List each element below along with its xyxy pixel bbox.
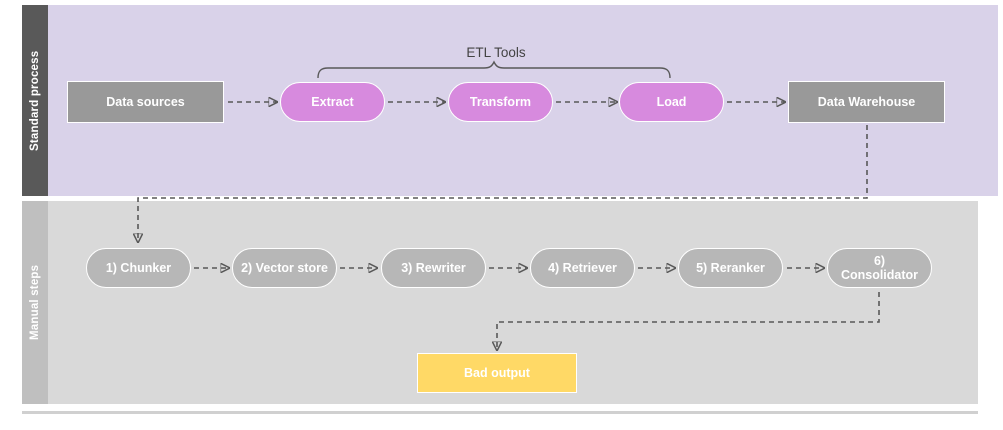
node-bad-output-label: Bad output bbox=[464, 365, 530, 380]
node-rewriter[interactable]: 3) Rewriter bbox=[381, 248, 486, 288]
node-extract[interactable]: Extract bbox=[280, 82, 385, 122]
node-vector-store[interactable]: 2) Vector store bbox=[232, 248, 337, 288]
node-rewriter-label: 3) Rewriter bbox=[401, 260, 466, 275]
node-retriever[interactable]: 4) Retriever bbox=[530, 248, 635, 288]
node-data-sources[interactable]: Data sources bbox=[67, 81, 224, 123]
node-data-sources-label: Data sources bbox=[106, 94, 185, 109]
node-load[interactable]: Load bbox=[619, 82, 724, 122]
lane-standard-process-label: Standard process bbox=[22, 5, 48, 196]
etl-tools-label: ETL Tools bbox=[466, 45, 526, 60]
node-transform-label: Transform bbox=[469, 94, 532, 109]
node-transform[interactable]: Transform bbox=[448, 82, 553, 122]
node-reranker[interactable]: 5) Reranker bbox=[678, 248, 783, 288]
lane-manual-steps-label: Manual steps bbox=[22, 201, 48, 404]
node-consolidator[interactable]: 6) Consolidator bbox=[827, 248, 932, 288]
node-bad-output[interactable]: Bad output bbox=[417, 353, 577, 393]
node-data-warehouse-label: Data Warehouse bbox=[817, 94, 916, 109]
node-retriever-label: 4) Retriever bbox=[548, 260, 617, 275]
bottom-divider bbox=[22, 411, 978, 414]
node-data-warehouse[interactable]: Data Warehouse bbox=[788, 81, 945, 123]
node-consolidator-label: 6) Consolidator bbox=[840, 253, 919, 282]
node-chunker[interactable]: 1) Chunker bbox=[86, 248, 191, 288]
node-reranker-label: 5) Reranker bbox=[696, 260, 765, 275]
node-chunker-label: 1) Chunker bbox=[105, 260, 172, 275]
node-extract-label: Extract bbox=[311, 94, 354, 109]
node-load-label: Load bbox=[656, 94, 687, 109]
node-vector-store-label: 2) Vector store bbox=[241, 260, 328, 275]
